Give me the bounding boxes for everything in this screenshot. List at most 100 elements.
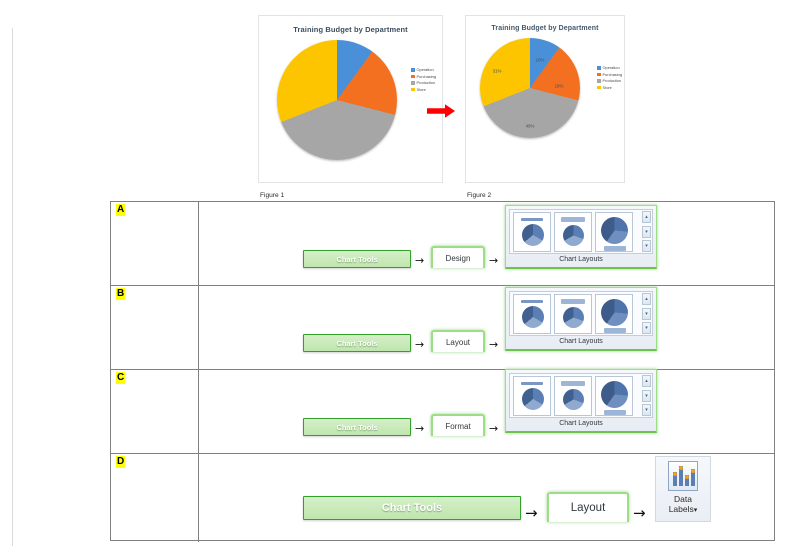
- legend-label: Store: [602, 84, 612, 90]
- gallery-thumbnails[interactable]: ▴ ▾ ▾: [509, 373, 653, 418]
- gallery-scroll-up-icon[interactable]: ▴: [642, 293, 651, 305]
- legend-swatch-store: [411, 87, 415, 92]
- gallery-scrollers[interactable]: ▴ ▾ ▾: [642, 293, 651, 334]
- table-row: B Chart Tools → Layout →: [111, 286, 774, 370]
- figures-area: Training Budget by Department Operation …: [250, 15, 650, 200]
- legend-item: Production: [597, 79, 622, 83]
- table-row: D Chart Tools → Layout → Data: [111, 454, 774, 542]
- legend-item: Purchasing: [597, 71, 622, 77]
- step-arrow-icon: →: [525, 504, 538, 522]
- step-arrow-icon: →: [415, 422, 425, 435]
- legend-swatch-production: [411, 81, 415, 85]
- gallery-more-icon[interactable]: ▾: [642, 240, 651, 252]
- data-label-store: 31%: [492, 68, 502, 74]
- legend-swatch-store: [597, 85, 601, 90]
- dropdown-caret-icon[interactable]: ▾: [693, 507, 698, 514]
- option-c-content: Chart Tools → Format →: [199, 369, 774, 453]
- chart-layouts-gallery[interactable]: ▴ ▾ ▾ Chart Layouts: [505, 205, 657, 269]
- figure-1-caption: Figure 1: [260, 192, 285, 199]
- legend-swatch-purchasing: [411, 74, 415, 79]
- legend-label: Store: [416, 86, 426, 92]
- gallery-more-icon[interactable]: ▾: [642, 322, 651, 334]
- gallery-thumbnails[interactable]: ▴ ▾ ▾: [509, 209, 653, 254]
- step-arrow-icon: →: [415, 254, 425, 267]
- option-letter-a: A: [116, 204, 126, 216]
- figure-2: Training Budget by Department 10% 19% 40…: [465, 15, 625, 199]
- legend-item: Store: [411, 86, 436, 92]
- chart-layout-thumb-3[interactable]: [595, 211, 633, 252]
- chart-2-pie: 10% 19% 40% 31%: [480, 38, 580, 138]
- option-letter-cell: C: [111, 370, 199, 453]
- data-label-production: 40%: [525, 123, 535, 129]
- gallery-scroll-up-icon[interactable]: ▴: [642, 211, 651, 223]
- option-a-content: Chart Tools → Design →: [199, 202, 774, 285]
- legend-swatch-operation: [597, 66, 601, 70]
- chart-2-legend: Operation Purchasing Production Store: [597, 66, 622, 90]
- gallery-scroll-down-icon[interactable]: ▾: [642, 307, 651, 320]
- gallery-scrollers[interactable]: ▴ ▾ ▾: [642, 211, 651, 252]
- red-right-arrow-icon: [427, 104, 455, 118]
- chart-layouts-gallery[interactable]: ▴ ▾ ▾ Chart Layouts: [505, 287, 657, 351]
- option-b-content: Chart Tools → Layout →: [199, 286, 774, 369]
- option-letter-d: D: [116, 456, 126, 468]
- gallery-scroll-up-icon[interactable]: ▴: [642, 375, 651, 387]
- legend-label: Purchasing: [602, 71, 622, 77]
- data-label-operation: 10%: [535, 57, 545, 63]
- chart-layouts-gallery[interactable]: ▴ ▾ ▾ Chart Layouts: [505, 369, 657, 433]
- chart-tools-callout[interactable]: Chart Tools: [303, 418, 411, 436]
- ribbon-tab-layout[interactable]: Layout: [431, 330, 485, 352]
- chart-1-legend: Operation Purchasing Production Store: [411, 68, 436, 92]
- step-arrow-icon: →: [489, 254, 499, 267]
- gallery-scrollers[interactable]: ▴ ▾ ▾: [642, 375, 651, 416]
- option-letter-c: C: [116, 372, 126, 384]
- chart-1-pie: [277, 40, 397, 160]
- data-labels-label-line1: Data: [674, 494, 692, 504]
- gallery-more-icon[interactable]: ▾: [642, 404, 651, 416]
- legend-item: Operation: [597, 66, 622, 70]
- ribbon-tab-design[interactable]: Design: [431, 246, 485, 268]
- table-row: C Chart Tools → Format →: [111, 369, 774, 454]
- chart-layout-thumb-2[interactable]: [554, 293, 592, 334]
- chart-layout-thumb-2[interactable]: [554, 211, 592, 252]
- gallery-scroll-down-icon[interactable]: ▾: [642, 225, 651, 238]
- option-d-content: Chart Tools → Layout → Data Labels▾: [199, 454, 774, 542]
- data-labels-label-line2: Labels▾: [669, 504, 698, 516]
- option-letter-b: B: [116, 288, 126, 300]
- chart-layout-thumb-3[interactable]: [595, 293, 633, 334]
- chart-layout-thumb-2[interactable]: [554, 375, 592, 416]
- legend-item: Store: [597, 84, 622, 90]
- data-labels-button[interactable]: Data Labels▾: [655, 456, 711, 522]
- step-arrow-icon: →: [633, 504, 646, 522]
- ribbon-tab-format[interactable]: Format: [431, 414, 485, 436]
- option-letter-cell: D: [111, 454, 199, 542]
- legend-swatch-purchasing: [597, 72, 601, 77]
- gallery-caption: Chart Layouts: [559, 338, 603, 345]
- legend-label: Production: [602, 78, 622, 83]
- page-margin-line: [12, 28, 13, 546]
- chart-layout-thumb-3[interactable]: [595, 375, 633, 416]
- chart-tools-callout[interactable]: Chart Tools: [303, 334, 411, 352]
- chart-2-title: Training Budget by Department: [491, 25, 599, 32]
- option-letter-cell: B: [111, 286, 199, 369]
- chart-1-container: Training Budget by Department Operation …: [258, 15, 443, 183]
- step-arrow-icon: →: [489, 422, 499, 435]
- data-label-purchasing: 19%: [554, 83, 564, 89]
- chart-layout-thumb-1[interactable]: [513, 211, 551, 252]
- legend-item: Production: [411, 81, 436, 85]
- legend-item: Operation: [411, 68, 436, 72]
- gallery-thumbnails[interactable]: ▴ ▾ ▾: [509, 291, 653, 336]
- chart-tools-callout[interactable]: Chart Tools: [303, 496, 521, 520]
- legend-label: Production: [416, 80, 436, 85]
- legend-item: Purchasing: [411, 74, 436, 79]
- gallery-scroll-down-icon[interactable]: ▾: [642, 389, 651, 402]
- chart-2-container: Training Budget by Department 10% 19% 40…: [465, 15, 625, 183]
- ribbon-tab-layout[interactable]: Layout: [547, 492, 629, 522]
- legend-label: Operation: [416, 67, 434, 72]
- table-row: A Chart Tools → Design →: [111, 202, 774, 286]
- chart-layout-thumb-1[interactable]: [513, 293, 551, 334]
- chart-tools-callout[interactable]: Chart Tools: [303, 250, 411, 268]
- gallery-caption: Chart Layouts: [559, 420, 603, 427]
- chart-layout-thumb-1[interactable]: [513, 375, 551, 416]
- step-arrow-icon: →: [415, 338, 425, 351]
- chart-1-title: Training Budget by Department: [293, 25, 408, 34]
